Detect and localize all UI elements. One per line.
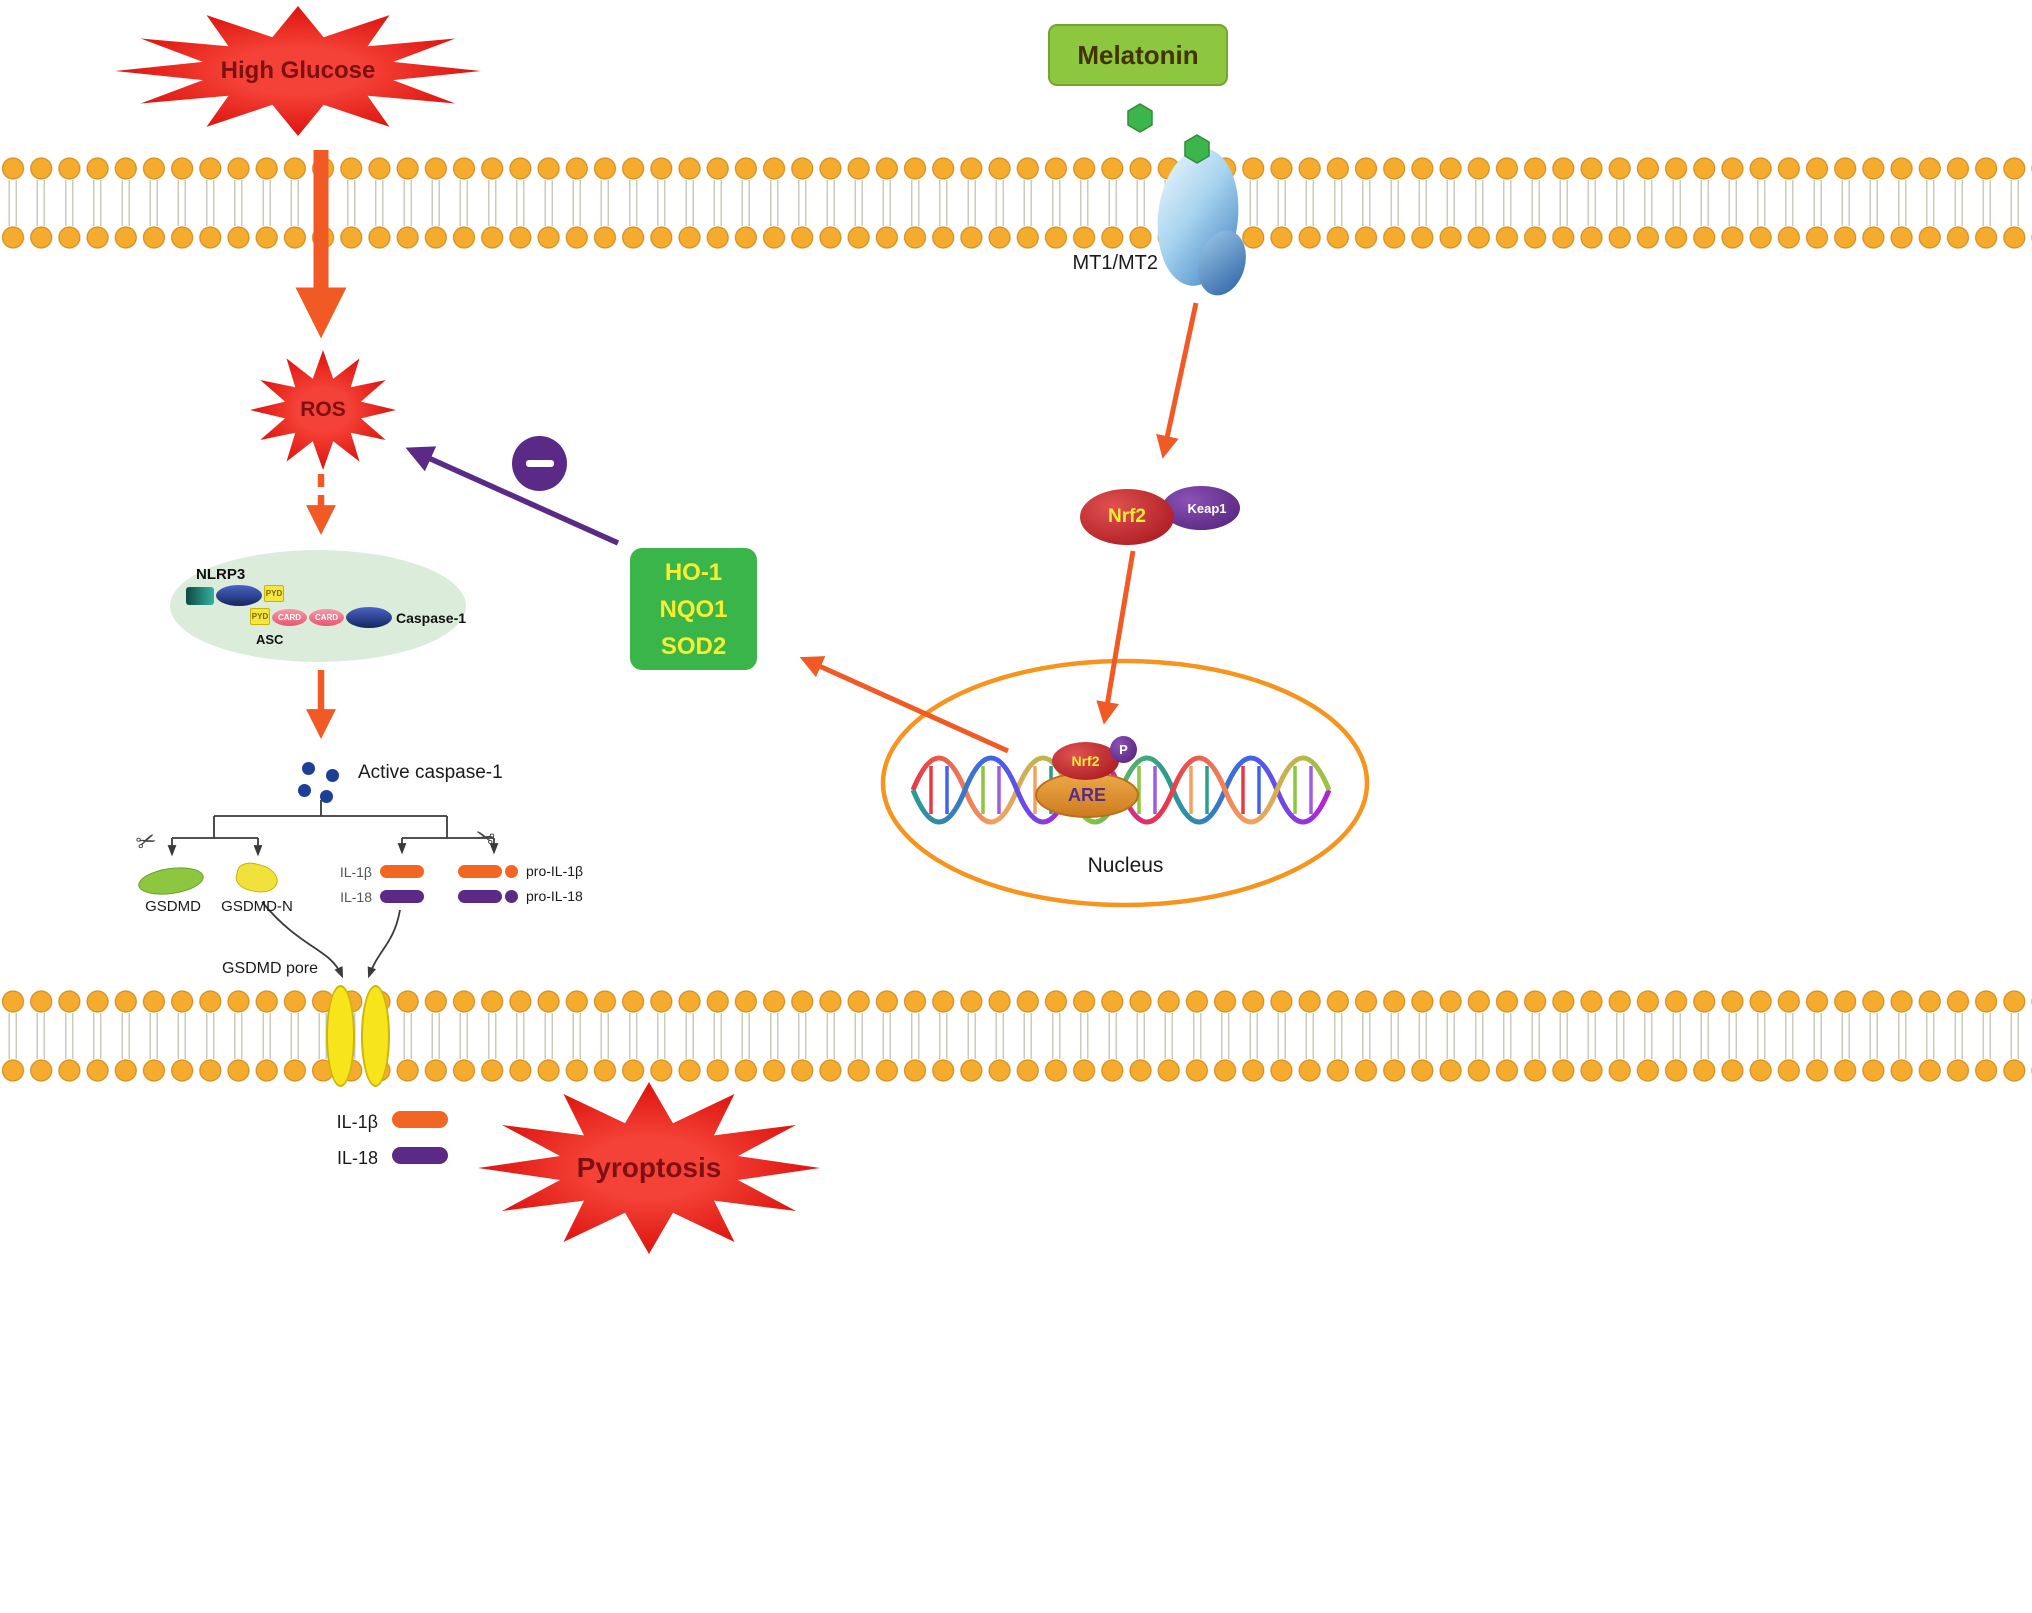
il1b-released-capsule-icon (392, 1111, 448, 1128)
pyd-domain-icon: PYD (250, 608, 270, 625)
caspase-dot-icon (298, 784, 311, 797)
melatonin-box: Melatonin (1048, 24, 1228, 86)
plasma-membrane-top (0, 155, 2032, 251)
pro-il18-dot-icon (505, 890, 518, 903)
arrow-nrf2-to-nucleus (1096, 550, 1136, 725)
caspase-dot-icon (326, 769, 339, 782)
receptor-label: MT1/MT2 (1072, 252, 1158, 274)
caspase-dot-icon (302, 762, 315, 775)
nlrp3-label: NLRP3 (196, 566, 246, 583)
gene-nqo1-label: NQO1 (659, 595, 728, 623)
il18-capsule-icon (380, 890, 424, 903)
pro-il18-label: pro-IL-18 (526, 888, 583, 904)
lipid-heads-row (0, 155, 2032, 182)
melatonin-ligand-icon (1127, 103, 1153, 133)
melatonin-ligand-icon (1184, 134, 1210, 164)
il18-label: IL-18 (340, 889, 372, 905)
nlrp3-nacht-domain-icon (216, 585, 262, 606)
melatonin-label: Melatonin (1077, 39, 1199, 70)
arrow-il-to-pore (367, 909, 401, 979)
are-label: ARE (1067, 784, 1106, 805)
gsdmd-pore-icon (326, 985, 355, 1087)
pro-il18-capsule-icon (458, 890, 502, 903)
lipid-heads-row (0, 224, 2032, 251)
caspase-dot-icon (320, 790, 333, 803)
active-caspase1-label: Active caspase-1 (358, 762, 503, 783)
nucleus-outline (880, 658, 1370, 908)
gene-sod2-label: SOD2 (660, 632, 727, 660)
il1b-released-label: IL-1β (336, 1112, 378, 1132)
pro-il1b-dot-icon (505, 865, 518, 878)
nrf2-nuclear-ellipse: Nrf2 (1052, 742, 1119, 780)
il18-released-capsule-icon (392, 1147, 448, 1164)
phospho-circle: P (1110, 736, 1137, 763)
arrow-nucleus-to-genes (799, 656, 1010, 754)
pyd-domain-icon: PYD (264, 585, 284, 602)
gsdmd-n-label: GSDMD-N (221, 898, 293, 915)
antioxidant-genes-box: HO-1 NQO1 SOD2 (630, 548, 757, 670)
il1b-capsule-icon (380, 865, 424, 878)
pro-il1b-capsule-icon (458, 865, 502, 878)
il18-released-label: IL-18 (336, 1148, 378, 1168)
arrow-gsdmdn-to-pore (261, 901, 343, 979)
pro-il1b-label: pro-IL-1β (526, 863, 584, 879)
arrow-receptor-to-nrf2 (1156, 302, 1199, 459)
keap1-label: Keap1 (1187, 500, 1227, 516)
nlrp3-lrr-domain-icon (186, 587, 214, 605)
ros-label: ROS (300, 398, 346, 421)
nrf2-ellipse: Nrf2 (1080, 489, 1174, 545)
mt1-mt2-receptor-icon (1157, 148, 1246, 296)
phospho-label: P (1119, 742, 1128, 757)
arrow-genes-inhibit-ros (405, 446, 620, 546)
minus-bar (525, 460, 554, 467)
pyroptosis-label: Pyroptosis (576, 1152, 722, 1183)
nrf2-nuclear-label: Nrf2 (1071, 753, 1100, 769)
nlrp3-inflammasome: NLRP3 PYD PYD CARD CARD Caspase-1 ASC (170, 550, 466, 662)
caspase1-label: Caspase-1 (396, 610, 467, 626)
nucleus-label: Nucleus (1087, 854, 1164, 877)
card-domain-icon: CARD (272, 609, 307, 626)
nrf2-label: Nrf2 (1107, 506, 1146, 527)
lipid-tails (3, 180, 2032, 226)
gsdmd-pore-label: GSDMD pore (222, 960, 319, 977)
inhibition-minus-icon (512, 436, 567, 491)
high-glucose-label: High Glucose (220, 57, 376, 84)
scissors-icon: ✂ (132, 825, 160, 858)
gsdmd-label: GSDMD (145, 898, 201, 915)
cleavage-tree (167, 800, 499, 857)
caspase1-domain-icon (346, 607, 392, 628)
asc-label: ASC (256, 632, 284, 647)
keap1-ellipse: Keap1 (1162, 486, 1240, 530)
il1b-label: IL-1β (339, 864, 372, 880)
gene-ho1-label: HO-1 (664, 558, 723, 586)
card-domain-icon: CARD (309, 609, 344, 626)
gsdmd-pore-icon (361, 985, 390, 1087)
